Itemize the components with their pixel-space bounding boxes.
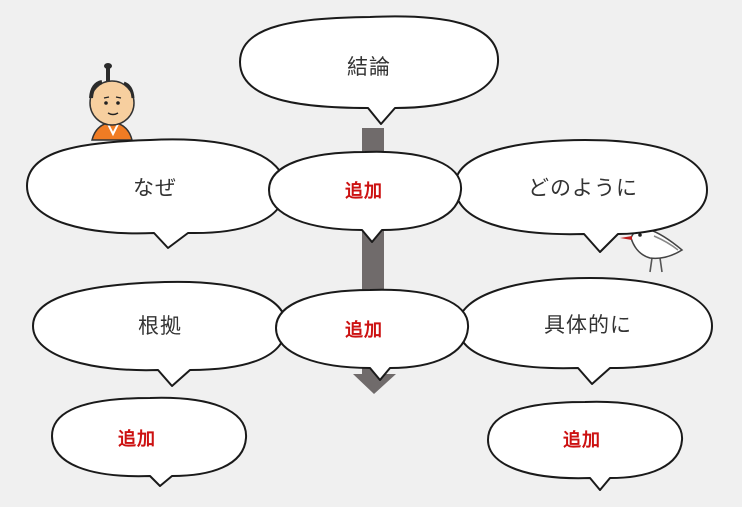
add-bottom-left-bubble [51,396,248,487]
conclusion-label: 結論 [347,55,391,79]
add-center-mid-bubble [275,288,470,381]
reason-label: 根拠 [138,314,182,338]
conclusion-bubble [239,15,500,125]
concrete-label: 具体的に [544,313,632,337]
how-label: どのように [528,176,638,200]
why-label: なぜ [133,176,177,200]
add-center-mid-label: 追加 [345,320,383,341]
add-center-top-bubble [268,150,463,243]
add-bottom-right-label: 追加 [563,430,601,451]
bird-icon [620,227,684,273]
why-bubble [26,138,287,249]
how-bubble [454,139,708,253]
concrete-bubble [457,277,713,385]
add-bottom-right-bubble [487,400,684,491]
add-bottom-left-label: 追加 [118,429,156,450]
reason-bubble [32,280,288,387]
add-center-top-label: 追加 [345,181,383,202]
samurai-character-icon [89,63,135,141]
